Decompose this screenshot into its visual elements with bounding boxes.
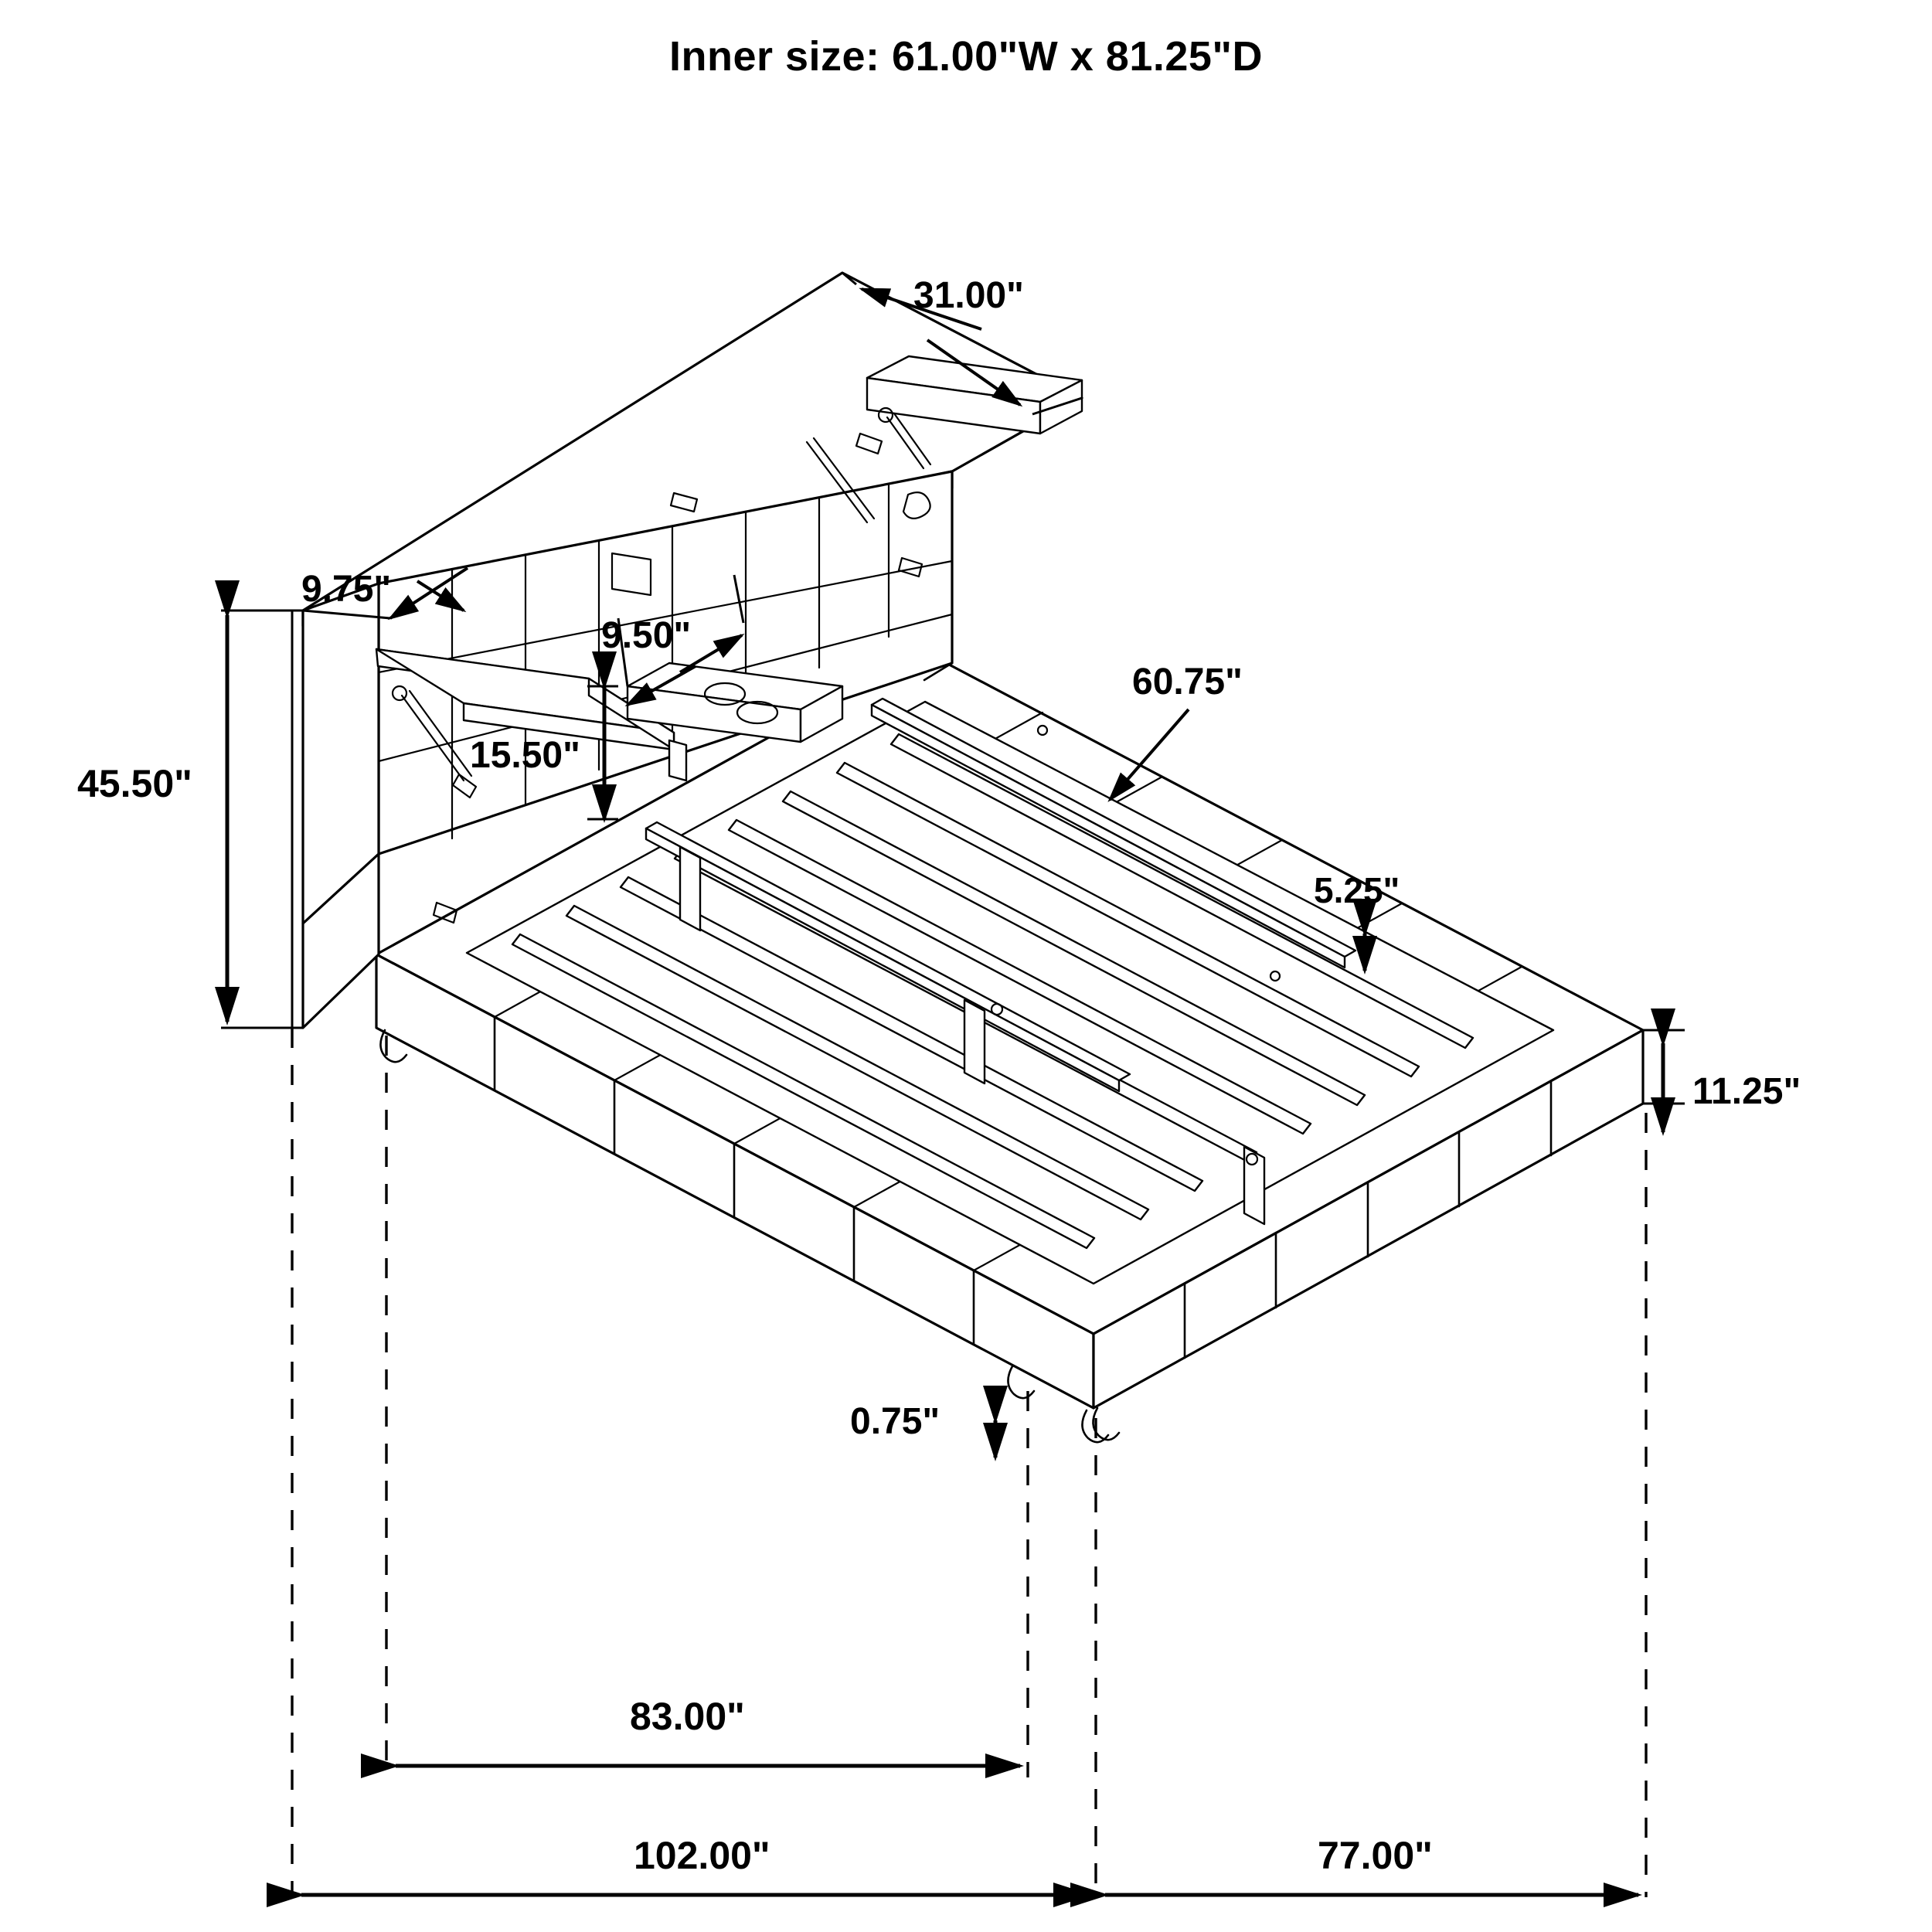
slat-deck	[511, 697, 1475, 1250]
dim-label-9-50: 9.50"	[601, 615, 692, 656]
dim-45-50	[215, 580, 303, 1043]
headboard-hinges	[669, 432, 931, 578]
dim-11-25	[1643, 1009, 1685, 1136]
right-top-shelf	[866, 355, 1083, 470]
base-panel-divisions-right	[1183, 1080, 1553, 1359]
dim-60-75	[1107, 708, 1190, 803]
bed-feet	[379, 1029, 1121, 1444]
dim-label-0-75: 0.75"	[850, 1401, 940, 1442]
slat-hardware	[990, 724, 1281, 1166]
dim-label-31-00: 31.00"	[913, 275, 1024, 316]
dim-9-50	[617, 574, 745, 706]
slat-support-legs	[679, 845, 1266, 1226]
dim-label-60-75: 60.75"	[1132, 662, 1243, 702]
headboard-right-edge	[923, 662, 954, 682]
dim-label-102-00: 102.00"	[634, 1834, 770, 1877]
dim-label-5-25: 5.25"	[1314, 870, 1400, 910]
dim-label-9-75: 9.75"	[301, 569, 392, 610]
dim-label-11-25: 11.25"	[1692, 1071, 1801, 1112]
dim-label-83-00: 83.00"	[630, 1695, 745, 1738]
dim-15-50	[587, 651, 618, 823]
projection-lines	[291, 1028, 1648, 1897]
dim-9-75	[302, 566, 469, 621]
dim-31-00	[842, 271, 1083, 416]
dim-label-45-50: 45.50"	[77, 762, 192, 805]
dim-label-77-00: 77.00"	[1318, 1834, 1433, 1877]
base-panel-divisions-left	[493, 1015, 975, 1345]
page-title: Inner size: 61.00"W x 81.25"D	[668, 33, 1264, 80]
center-rails	[645, 697, 1357, 1093]
dim-label-15-50: 15.50"	[470, 735, 580, 776]
